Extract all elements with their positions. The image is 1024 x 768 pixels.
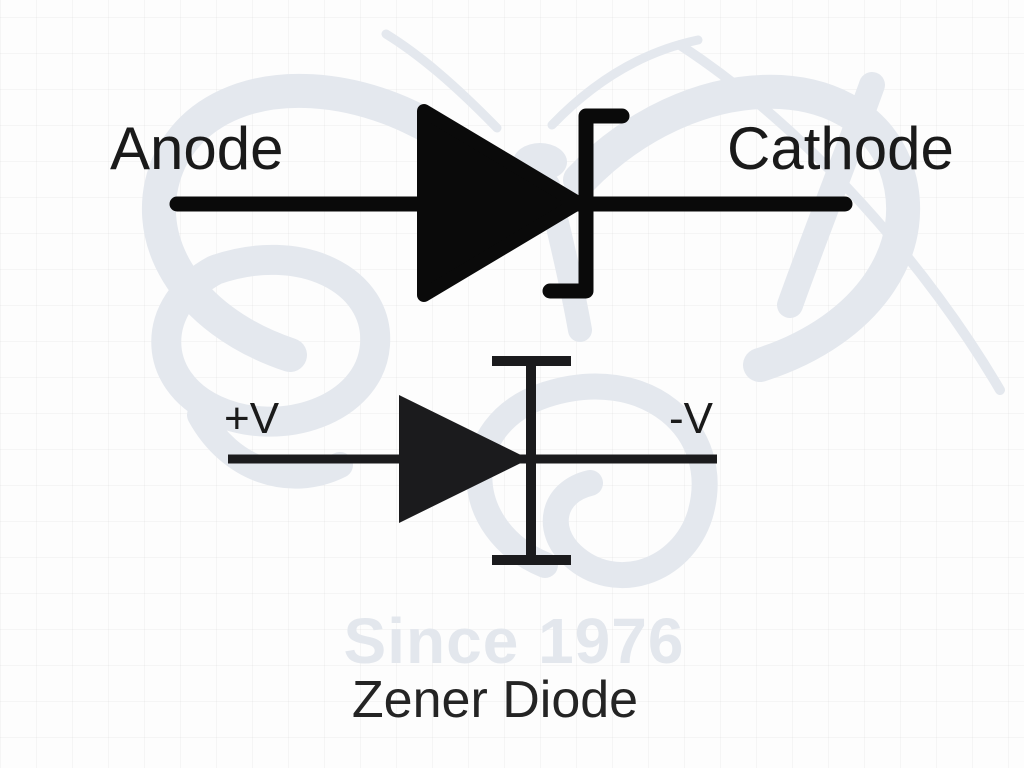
negative-voltage-label: -V bbox=[669, 394, 713, 443]
butterfly-wing-upper-left bbox=[141, 73, 517, 372]
butterfly-antenna-left bbox=[381, 29, 502, 133]
butterfly-wing-lower-left bbox=[151, 244, 391, 437]
anode-label: Anode bbox=[110, 115, 284, 182]
zener-symbol-standard bbox=[169, 104, 853, 302]
zener-symbol-alternate bbox=[228, 356, 717, 565]
butterfly-wing-upper-right bbox=[563, 74, 921, 382]
diode-triangle-alt bbox=[399, 395, 529, 523]
watermark-text: Since 1976 bbox=[343, 605, 685, 677]
zener-cathode-bar bbox=[542, 108, 630, 299]
diode-triangle bbox=[417, 104, 585, 302]
cathode-label: Cathode bbox=[727, 115, 954, 182]
butterfly-wing-tail-left bbox=[187, 402, 353, 489]
positive-voltage-label: +V bbox=[224, 394, 280, 443]
butterfly-swoosh bbox=[675, 40, 1005, 395]
diagram-caption: Zener Diode bbox=[351, 671, 639, 729]
